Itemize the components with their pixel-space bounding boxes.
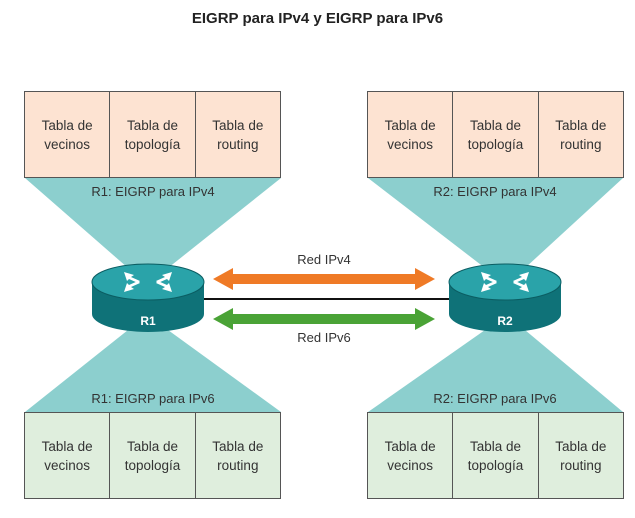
- r1-ipv4-funnel: [25, 178, 281, 268]
- topology-table: Tabla de topología: [453, 92, 539, 177]
- routing-table: Tabla de routing: [212, 438, 264, 473]
- diagram-title: EIGRP para IPv4 y EIGRP para IPv6: [191, 10, 444, 27]
- router-r1-icon: [91, 263, 205, 332]
- router-r2-icon: [448, 263, 562, 332]
- r2-ipv4-label: R2: EIGRP para IPv4: [433, 184, 557, 199]
- topology-table: Tabla de topología: [110, 413, 196, 498]
- neighbor-table: Tabla de vecinos: [368, 413, 454, 498]
- topology-table: Tabla de topología: [110, 92, 196, 177]
- ipv6-network-label: Red IPv6: [297, 330, 351, 345]
- ipv6-arrow: [213, 308, 435, 330]
- routing-table: Tabla de routing: [555, 438, 607, 473]
- r1-ipv6-label: R1: EIGRP para IPv6: [91, 391, 215, 406]
- routing-table: Tabla de routing: [212, 117, 264, 152]
- r1-ipv6-funnel: [25, 330, 281, 412]
- neighbor-table: Tabla de vecinos: [25, 92, 111, 177]
- r2-ipv6-tables: Tabla de vecinos Tabla de topología Tabl…: [367, 412, 624, 499]
- routing-table: Tabla de routing: [555, 117, 607, 152]
- ipv4-network-label: Red IPv4: [297, 252, 351, 267]
- ipv4-arrow: [213, 268, 435, 290]
- neighbor-table: Tabla de vecinos: [25, 413, 111, 498]
- r1-ipv4-tables: Tabla de vecinos Tabla de topología Tabl…: [24, 91, 281, 178]
- r2-ipv6-funnel: [368, 330, 623, 412]
- router-r1-label: R1: [140, 314, 156, 328]
- r2-ipv6-label: R2: EIGRP para IPv6: [433, 391, 557, 406]
- neighbor-table: Tabla de vecinos: [368, 92, 454, 177]
- router-r2-label: R2: [497, 314, 513, 328]
- r2-ipv4-tables: Tabla de vecinos Tabla de topología Tabl…: [367, 91, 624, 178]
- topology-table: Tabla de topología: [453, 413, 539, 498]
- r1-ipv6-tables: Tabla de vecinos Tabla de topología Tabl…: [24, 412, 281, 499]
- r2-ipv4-funnel: [368, 178, 623, 268]
- r1-ipv4-label: R1: EIGRP para IPv4: [91, 184, 215, 199]
